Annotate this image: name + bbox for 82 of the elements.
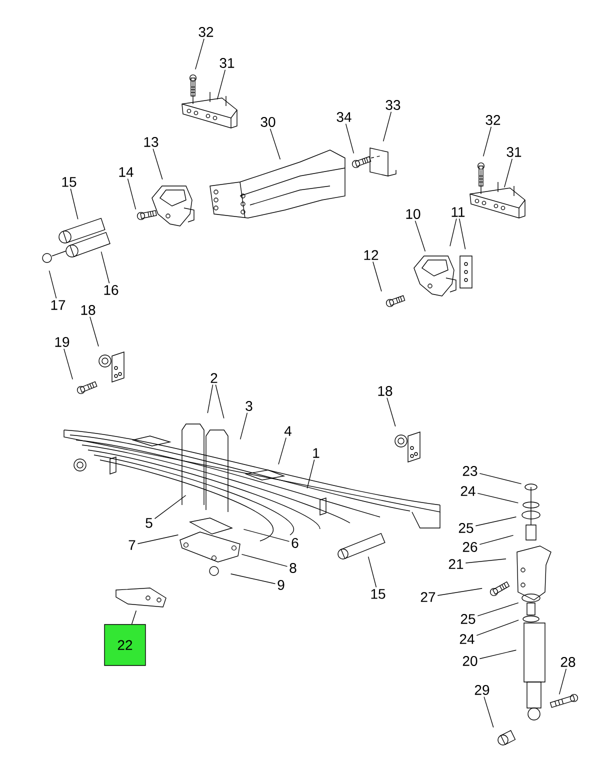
leader-line <box>100 251 110 284</box>
callout-number: 10 <box>406 209 420 219</box>
leader-line <box>270 128 281 160</box>
highlighted-callout-box: 22 <box>104 624 146 666</box>
callout-number: 12 <box>364 250 378 260</box>
leader-line <box>48 270 57 299</box>
leader-line <box>476 620 519 636</box>
leader-line <box>458 218 466 250</box>
leader-line <box>137 534 179 544</box>
callout-number: 9 <box>278 580 284 590</box>
leader-line <box>230 574 276 584</box>
callout-number: 23 <box>462 466 478 476</box>
leader-line <box>241 554 288 567</box>
callout-number: 24 <box>460 486 476 496</box>
callout-number: 3 <box>246 401 252 411</box>
callout-number: 30 <box>260 117 276 127</box>
callout-number: 32 <box>198 27 214 37</box>
leader-line <box>278 437 286 465</box>
leader-line <box>215 384 224 419</box>
callout-number: 34 <box>336 112 352 122</box>
callout-number: 4 <box>284 426 292 436</box>
callout-number: 16 <box>104 285 118 295</box>
callout-number: 27 <box>420 592 436 602</box>
callout-number: 15 <box>371 589 386 599</box>
callout-number: 26 <box>462 542 478 552</box>
leader-line <box>240 412 248 440</box>
leader-line <box>477 602 519 616</box>
leader-line <box>482 126 492 157</box>
leader-line <box>216 69 226 100</box>
leader-line <box>386 397 396 427</box>
leader-line <box>479 473 522 484</box>
leader-line <box>64 348 73 380</box>
leader-line <box>127 178 136 210</box>
callout-number: 31 <box>506 147 522 157</box>
callout-number: 11 <box>452 207 465 217</box>
callout-number: 17 <box>51 300 66 310</box>
callout-number: 29 <box>474 685 490 695</box>
leader-line <box>437 588 482 596</box>
callout-number: 1 <box>313 448 320 458</box>
leader-line <box>152 148 163 180</box>
callout-number: 8 <box>290 563 296 573</box>
leader-line <box>306 459 315 489</box>
callout-number: 7 <box>128 540 136 550</box>
callout-number: 20 <box>462 656 478 666</box>
leader-line <box>154 495 186 520</box>
leader-line <box>477 492 519 504</box>
callout-number: 13 <box>144 137 158 147</box>
callout-number: 6 <box>292 538 298 548</box>
leader-line <box>90 316 99 347</box>
leader-line <box>368 556 377 588</box>
callout-number: 25 <box>458 523 474 533</box>
callout-number: 18 <box>81 305 96 315</box>
leader-line <box>465 558 506 564</box>
callout-number: 18 <box>378 386 392 396</box>
callout-number: 14 <box>119 167 134 177</box>
callout-number: 25 <box>460 614 476 624</box>
leader-line <box>414 220 426 252</box>
callout-number: 24 <box>460 634 474 644</box>
leader-line <box>504 158 512 188</box>
callout-number: 33 <box>386 100 400 110</box>
leader-line <box>484 696 494 728</box>
leader-line <box>479 534 514 545</box>
leader-line <box>372 261 382 292</box>
leader-line <box>479 650 517 660</box>
leader-line <box>243 528 290 542</box>
leader-line <box>475 516 517 526</box>
leader-line <box>131 610 137 624</box>
callout-number: 2 <box>210 373 218 383</box>
leader-line <box>382 111 392 142</box>
callout-number: 5 <box>146 518 152 528</box>
leader-line <box>207 384 214 414</box>
callout-number: 32 <box>486 115 500 125</box>
leader-line <box>195 38 204 70</box>
callout-number: 21 <box>448 559 464 569</box>
callout-number: 28 <box>560 657 576 667</box>
leader-line <box>450 218 457 247</box>
callout-number: 15 <box>62 177 76 187</box>
callout-number: 31 <box>220 58 234 68</box>
callout-number: 19 <box>55 337 70 347</box>
leader-line <box>558 668 566 695</box>
leader-line <box>345 123 354 154</box>
leader-line <box>70 188 78 220</box>
